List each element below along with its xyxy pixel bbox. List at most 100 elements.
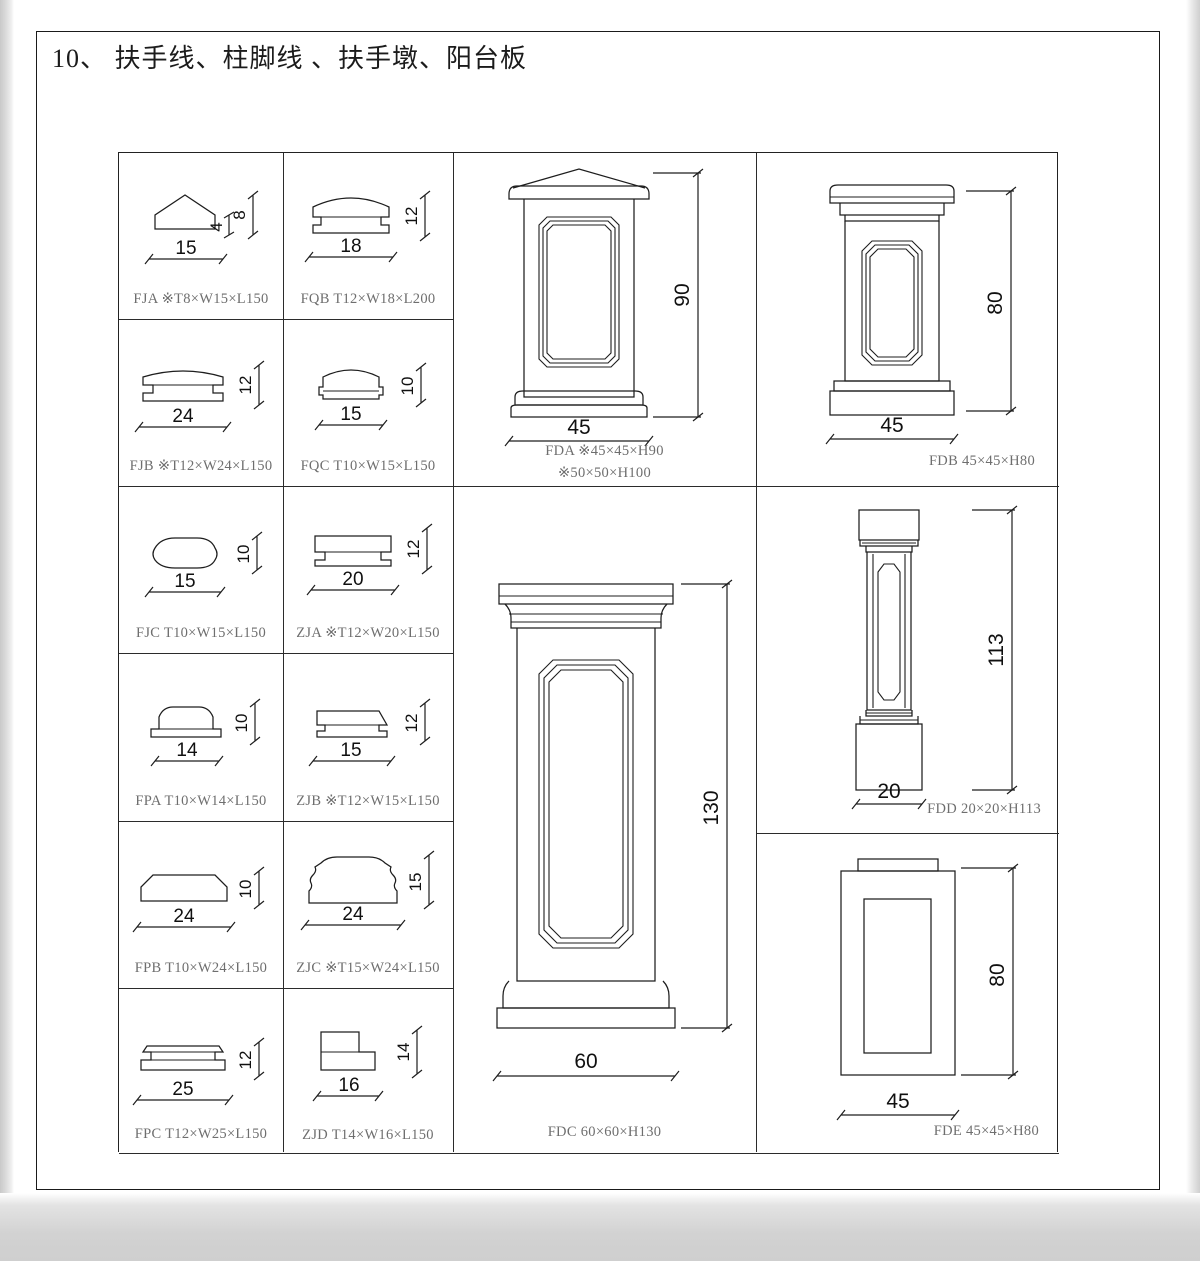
- profile-figure-zjc: 24 15: [283, 833, 453, 943]
- zjb-height-value: 12: [402, 714, 421, 733]
- fqc-drawing: 15 10: [314, 362, 427, 431]
- row-divider-2: [119, 486, 453, 487]
- fdd-height-value: 113: [985, 633, 1008, 666]
- zja-drawing: 20 12: [306, 523, 433, 596]
- profile-figure-fpa: 14 10: [119, 673, 283, 783]
- pedestal-cell-fda: 45 90 FDA ※45×45×H90 ※50×50×H100: [453, 153, 756, 486]
- profile-cell-zja: 20 12 ZJA ※T12×W20×L150: [283, 486, 453, 653]
- row-divider-3: [119, 653, 453, 654]
- profile-caption-fja: FJA ※T8×W15×L150: [133, 291, 269, 307]
- fdb-drawing: 45 80: [825, 184, 1017, 445]
- fde-drawing: 45 80: [836, 858, 1019, 1121]
- profile-figure-fjb: 24 12: [119, 335, 283, 445]
- catalog-table: 15 8 4 FJA ※T8×W15×L150 18 12 FQB T12×W1: [118, 152, 1059, 1154]
- profile-figure-zjb: 15 12: [283, 673, 453, 783]
- profile-cell-zjb: 15 12 ZJB ※T12×W15×L150: [283, 653, 453, 821]
- zjc-height-value: 15: [406, 873, 425, 892]
- pedestal-figure-fdc: 60 130: [453, 556, 756, 1116]
- fpc-height-value: 12: [236, 1051, 255, 1070]
- fdc-drawing: 60 130: [492, 579, 733, 1082]
- profile-caption-fqc: FQC T10×W15×L150: [300, 458, 436, 474]
- profile-cell-fqc: 15 10 FQC T10×W15×L150: [283, 319, 453, 486]
- zja-width-value: 20: [342, 569, 363, 590]
- row-divider-fdd-fde: [756, 833, 1059, 834]
- fpa-height-value: 10: [232, 714, 251, 733]
- fpa-drawing: 14 10: [150, 698, 261, 767]
- fjc-height-value: 10: [234, 545, 253, 564]
- fja-width-value: 15: [175, 238, 196, 259]
- zjb-drawing: 15 12: [308, 698, 431, 767]
- row-divider-5: [119, 988, 453, 989]
- profile-figure-zjd: 16 14: [283, 1004, 453, 1114]
- fjb-drawing: 24 12: [134, 360, 265, 433]
- zjd-drawing: 16 14: [312, 1025, 423, 1102]
- fqb-drawing: 18 12: [304, 190, 431, 263]
- profile-cell-fjb: 24 12 FJB ※T12×W24×L150: [119, 319, 283, 486]
- fjc-width-value: 15: [174, 571, 195, 592]
- fpc-width-value: 25: [172, 1079, 193, 1100]
- pedestal-caption-fde: FDE 45×45×H80: [933, 1123, 1039, 1139]
- zjc-drawing: 24 15: [300, 850, 435, 931]
- profile-figure-fpb: 24 10: [119, 837, 283, 947]
- profile-cell-fqb: 18 12 FQB T12×W18×L200: [283, 153, 453, 319]
- fda-width-value: 45: [567, 416, 590, 439]
- fdc-height-value: 130: [700, 790, 723, 825]
- fqb-height-value: 12: [402, 207, 421, 226]
- row-divider-4: [119, 821, 453, 822]
- profile-caption-fpc: FPC T12×W25×L150: [134, 1126, 268, 1142]
- profile-cell-zjc: 24 15 ZJC ※T15×W24×L150: [283, 821, 453, 988]
- profile-figure-fqc: 15 10: [283, 335, 453, 445]
- profile-cell-fja: 15 8 4 FJA ※T8×W15×L150: [119, 153, 283, 319]
- fpb-drawing: 24 10: [132, 866, 265, 933]
- profile-caption-zjc: ZJC ※T15×W24×L150: [296, 960, 440, 976]
- table-bottom-edge: [119, 1153, 1059, 1154]
- fde-width-value: 45: [886, 1090, 909, 1113]
- zjb-width-value: 15: [340, 740, 361, 761]
- pedestal-cell-fdb: 45 80 FDB 45×45×H80: [756, 153, 1059, 486]
- row-divider-1: [119, 319, 453, 320]
- fja-extra-value: 4: [207, 222, 226, 231]
- profile-caption-zjb: ZJB ※T12×W15×L150: [296, 793, 440, 809]
- pedestal-cell-fde: 45 80 FDE 45×45×H80: [756, 833, 1059, 1153]
- profile-caption-fjb: FJB ※T12×W24×L150: [129, 458, 273, 474]
- page-edge-shadow-right: [1186, 0, 1200, 1193]
- profile-caption-zjd: ZJD T14×W16×L150: [302, 1127, 434, 1143]
- fpb-height-value: 10: [236, 880, 255, 899]
- pedestal-figure-fde: 45 80: [756, 843, 1059, 1143]
- fqc-width-value: 15: [340, 404, 361, 425]
- profile-cell-fpa: 14 10 FPA T10×W14×L150: [119, 653, 283, 821]
- drawing-sheet-frame: [36, 31, 1160, 1190]
- profile-figure-fjc: 15 10: [119, 502, 283, 612]
- fja-height-value: 8: [230, 210, 249, 219]
- fdd-drawing: 20 113: [851, 505, 1018, 810]
- pedestal-caption-fdd: FDD 20×20×H113: [927, 801, 1041, 817]
- zjd-width-value: 16: [338, 1075, 359, 1096]
- zja-height-value: 12: [404, 540, 423, 559]
- profile-figure-fja: 15 8 4: [119, 167, 283, 277]
- column-divider-2: [453, 153, 454, 1152]
- pedestal-caption-fdc: FDC 60×60×H130: [547, 1124, 662, 1140]
- page-edge-shadow-bottom: [0, 1193, 1200, 1261]
- fdb-width-value: 45: [880, 414, 903, 437]
- profile-cell-fpb: 24 10 FPB T10×W24×L150: [119, 821, 283, 988]
- profile-caption-fpa: FPA T10×W14×L150: [135, 793, 267, 809]
- fqc-height-value: 10: [398, 377, 417, 396]
- profile-caption-zja: ZJA ※T12×W20×L150: [296, 625, 440, 641]
- pedestal-figure-fdd: 20 113: [756, 492, 1059, 812]
- profile-cell-zjd: 16 14 ZJD T14×W16×L150: [283, 988, 453, 1153]
- row-divider-pedestal-top: [453, 486, 1059, 487]
- fjb-width-value: 24: [172, 406, 194, 427]
- profile-figure-fpc: 25 12: [119, 1008, 283, 1118]
- fjc-drawing: 15 10: [144, 531, 263, 598]
- profile-caption-fjc: FJC T10×W15×L150: [135, 625, 267, 641]
- fqb-width-value: 18: [340, 236, 361, 257]
- profile-figure-fqb: 18 12: [283, 167, 453, 277]
- profile-figure-zja: 20 12: [283, 500, 453, 610]
- pedestal-figure-fdb: 45 80: [756, 163, 1059, 463]
- page-title: 10、 扶手线、柱脚线 、扶手墩、阳台板: [52, 44, 528, 73]
- profile-caption-fqb: FQB T12×W18×L200: [300, 291, 436, 307]
- pedestal-caption-fdb: FDB 45×45×H80: [928, 453, 1035, 469]
- fdd-width-value: 20: [877, 780, 900, 803]
- profile-caption-fpb: FPB T10×W24×L150: [134, 960, 268, 976]
- pedestal-caption-fda-line1: FDA ※45×45×H90: [545, 443, 664, 459]
